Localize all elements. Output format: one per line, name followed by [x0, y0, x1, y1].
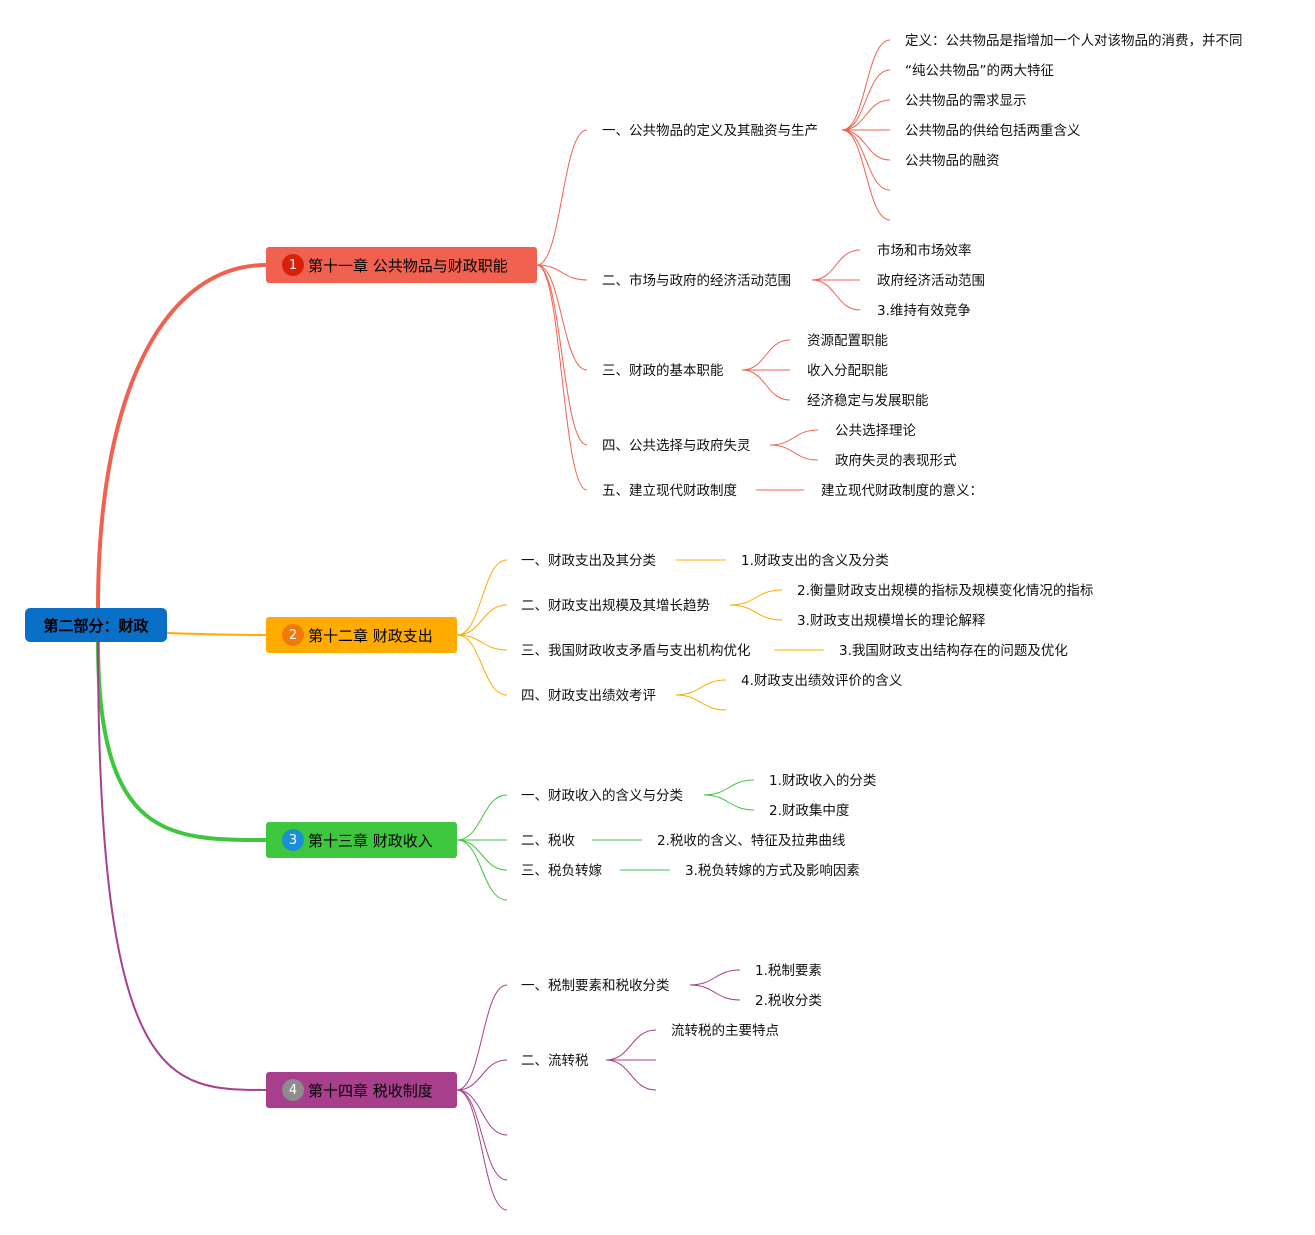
connector-line [689, 984, 741, 1001]
topic-node[interactable]: 1.税制要素 [755, 963, 822, 979]
connector-line [689, 969, 741, 986]
connector-line [811, 249, 861, 281]
connector-line [536, 264, 588, 491]
connector-line [456, 1089, 508, 1211]
chapter-11-node[interactable]: 1 第十一章 公共物品与财政职能 [266, 247, 537, 283]
topic-node[interactable]: 公共物品的需求显示 [905, 93, 1027, 109]
connector-line [536, 129, 588, 266]
root-label: 第二部分：财政 [43, 616, 149, 635]
chapter-label: 第十一章 公共物品与财政职能 [308, 256, 508, 275]
topic-node[interactable]: 4.财政支出绩效评价的含义 [741, 673, 903, 689]
chapter-connector [96, 263, 267, 609]
topic-node[interactable]: 1.财政支出的含义及分类 [741, 553, 889, 569]
topic-node[interactable]: 公共物品的供给包括两重含义 [905, 123, 1081, 139]
topic-node[interactable]: 收入分配职能 [807, 363, 888, 379]
connector-line [841, 129, 891, 161]
connector-line [841, 69, 891, 131]
connector-line [456, 634, 508, 651]
section-node[interactable]: 一、财政收入的含义与分类 [521, 788, 683, 804]
topic-node[interactable]: 经济稳定与发展职能 [807, 393, 929, 409]
section-node[interactable]: 二、市场与政府的经济活动范围 [602, 273, 791, 289]
topic-node[interactable]: 流转税的主要特点 [671, 1023, 779, 1039]
connector-line [769, 444, 819, 461]
connector-line [703, 794, 755, 811]
connector-line [456, 1059, 508, 1091]
topic-node[interactable]: 2.税收的含义、特征及拉弗曲线 [657, 833, 846, 849]
section-node[interactable]: 三、财政的基本职能 [602, 363, 724, 379]
connector-line [536, 264, 588, 281]
connector-line [456, 794, 508, 841]
chapter-label: 第十三章 财政收入 [308, 831, 433, 850]
connector-line [456, 839, 508, 901]
connector-line [456, 559, 508, 636]
section-node[interactable]: 三、税负转嫁 [521, 863, 602, 879]
chapter-number-badge: 2 [282, 624, 304, 646]
topic-node[interactable]: 3.我国财政支出结构存在的问题及优化 [839, 643, 1068, 659]
connector-line [769, 429, 819, 446]
topic-node[interactable]: 资源配置职能 [807, 333, 888, 349]
section-node[interactable]: 一、财政支出及其分类 [521, 553, 656, 569]
connector-line [536, 264, 588, 446]
connector-line [456, 1089, 508, 1181]
connector-line [729, 604, 783, 621]
topic-node[interactable]: 3.财政支出规模增长的理论解释 [797, 613, 986, 629]
connector-line [741, 339, 791, 371]
topic-node[interactable]: 定义：公共物品是指增加一个人对该物品的消费，并不同 [905, 33, 1243, 49]
chapter-number-badge: 1 [282, 254, 304, 276]
chapter-label: 第十四章 税收制度 [308, 1081, 433, 1100]
section-node[interactable]: 四、公共选择与政府失灵 [602, 438, 751, 454]
section-node[interactable]: 一、公共物品的定义及其融资与生产 [602, 123, 818, 139]
connector-line [741, 369, 791, 401]
topic-node[interactable]: 2.税收分类 [755, 993, 822, 1009]
connector-line [456, 839, 508, 871]
topic-node[interactable]: 3.维持有效竞争 [877, 303, 971, 319]
chapter-label: 第十二章 财政支出 [308, 626, 433, 645]
section-node[interactable]: 一、税制要素和税收分类 [521, 978, 670, 994]
section-node[interactable]: 二、流转税 [521, 1053, 589, 1069]
connector-line [675, 694, 727, 711]
topic-node[interactable]: 政府失灵的表现形式 [835, 453, 957, 469]
connector-line [536, 264, 588, 371]
topic-node[interactable]: 公共物品的融资 [905, 153, 1000, 169]
connector-line [456, 604, 508, 636]
connector-line [841, 39, 891, 131]
connector-line [811, 279, 861, 311]
topic-node[interactable]: 市场和市场效率 [877, 243, 972, 259]
chapter-14-node[interactable]: 4 第十四章 税收制度 [266, 1072, 457, 1108]
topic-node[interactable]: 公共选择理论 [835, 423, 916, 439]
root-node[interactable]: 第二部分：财政 [25, 608, 167, 642]
section-node[interactable]: 四、财政支出绩效考评 [521, 688, 656, 704]
topic-node[interactable]: 2.衡量财政支出规模的指标及规模变化情况的指标 [797, 583, 1094, 599]
connector-line [729, 589, 783, 606]
chapter-12-node[interactable]: 2 第十二章 财政支出 [266, 617, 457, 653]
section-node[interactable]: 二、税收 [521, 833, 575, 849]
connector-line [456, 1089, 508, 1136]
connector-line [456, 984, 508, 1091]
topic-node[interactable]: 2.财政集中度 [769, 803, 850, 819]
topic-node[interactable]: 政府经济活动范围 [877, 273, 985, 289]
connector-line [841, 129, 891, 221]
topic-node[interactable]: “纯公共物品”的两大特征 [905, 63, 1054, 79]
chapter-number-badge: 4 [282, 1079, 304, 1101]
connector-line [841, 99, 891, 131]
section-node[interactable]: 五、建立现代财政制度 [602, 483, 737, 499]
connector-line [703, 779, 755, 796]
chapter-connector [97, 641, 267, 1091]
connector-line [675, 679, 727, 696]
chapter-number-badge: 3 [282, 829, 304, 851]
connector-line [605, 1029, 657, 1061]
connector-line [841, 129, 891, 191]
chapter-connector [96, 641, 267, 842]
topic-node[interactable]: 3.税负转嫁的方式及影响因素 [685, 863, 860, 879]
connector-line [456, 634, 508, 696]
topic-node[interactable]: 建立现代财政制度的意义： [821, 483, 983, 499]
connector-line [605, 1059, 657, 1091]
section-node[interactable]: 三、我国财政收支矛盾与支出机构优化 [521, 643, 751, 659]
section-node[interactable]: 二、财政支出规模及其增长趋势 [521, 598, 710, 614]
chapter-13-node[interactable]: 3 第十三章 财政收入 [266, 822, 457, 858]
topic-node[interactable]: 1.财政收入的分类 [769, 773, 877, 789]
chapter-connector [166, 632, 267, 636]
